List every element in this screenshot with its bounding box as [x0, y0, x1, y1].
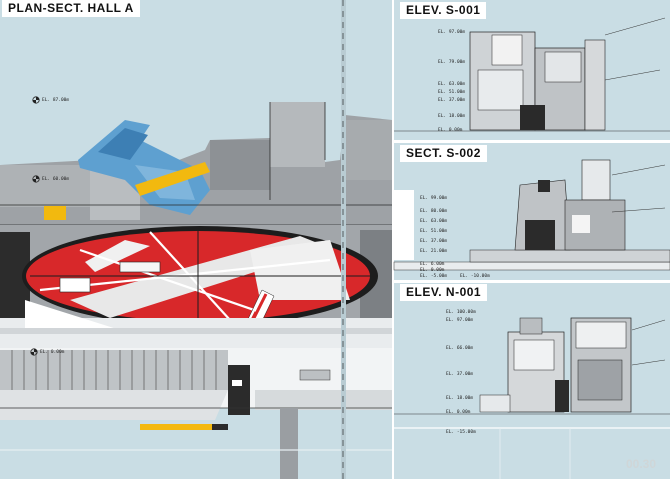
level-label-top: EL. 87.00m: [42, 98, 70, 103]
elev-n-level: EL. 66.00m: [446, 346, 474, 351]
sect-s-level: EL. 80.00m: [420, 209, 448, 214]
plan-section-title: PLAN-SECT. HALL A: [2, 0, 140, 17]
elevation-n-title: ELEV. N-001: [400, 284, 488, 301]
elev-n-level: EL. 97.00m: [446, 318, 474, 323]
sect-s-level: EL. 63.00m: [420, 219, 448, 224]
sect-s-level: EL. -10.00m: [460, 274, 490, 279]
section-s-title: SECT. S-002: [400, 145, 487, 162]
level-marker-icon: [32, 175, 40, 183]
level-marker-icon: [30, 348, 38, 356]
elev-n-level: EL. 18.00m: [446, 396, 474, 401]
level-label-low: EL. 0.00m: [40, 350, 65, 355]
elev-s-level: EL. 79.00m: [438, 60, 466, 65]
sect-s-level: EL. 51.00m: [420, 229, 448, 234]
elevation-s-title: ELEV. S-001: [400, 2, 487, 19]
elev-s-level: EL. 97.00m: [438, 30, 466, 35]
elev-s-level: EL. 37.00m: [438, 98, 466, 103]
elev-s-level: EL. 63.00m: [438, 82, 466, 87]
level-label-mid: EL. 60.00m: [42, 177, 70, 182]
page-number: 00.30: [626, 457, 657, 471]
sect-s-level: EL. 21.00m: [420, 249, 448, 254]
level-marker-icon: [32, 96, 40, 104]
sect-s-level: EL. -5.00m: [420, 274, 448, 279]
elev-s-level: EL. 18.00m: [438, 114, 466, 119]
sect-s-level: EL. 99.00m: [420, 196, 448, 201]
elevation-s-001: [394, 17, 670, 132]
elev-s-level: EL. 51.00m: [438, 90, 466, 95]
sect-s-level: EL. 6.00m: [420, 262, 445, 267]
yellow-beam: [135, 162, 210, 196]
elev-n-level: EL. 37.00m: [446, 372, 474, 377]
elev-n-level: EL. -15.00m: [446, 430, 476, 435]
elev-n-level: EL. 0.00m: [446, 410, 471, 415]
plan-section-hall-a: [0, 102, 392, 479]
elev-s-level: EL. 0.00m: [438, 128, 463, 133]
section-s-002: [393, 159, 670, 271]
sect-s-level: EL. 0.00m: [420, 268, 445, 273]
gutter: [341, 0, 346, 479]
sect-s-level: EL. 37.00m: [420, 239, 448, 244]
elevation-n-001: [394, 317, 670, 479]
elev-n-level: EL. 100.00m: [446, 310, 476, 315]
